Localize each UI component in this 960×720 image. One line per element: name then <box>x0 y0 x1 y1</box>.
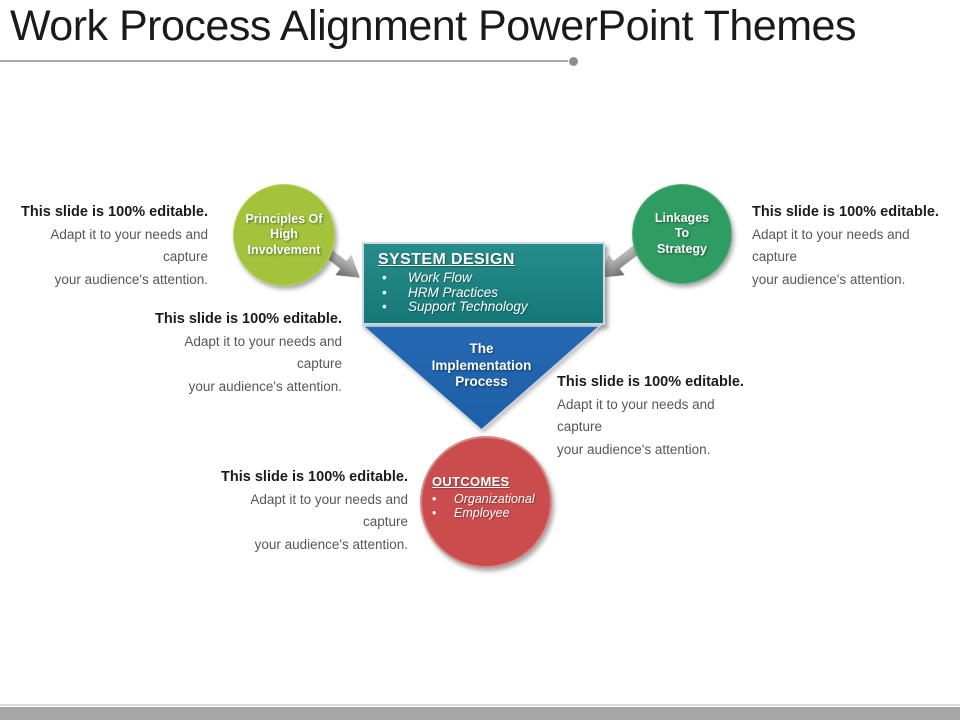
principles-line-1: Principles Of <box>245 211 323 226</box>
caption-body-line: your audience's attention. <box>54 271 208 287</box>
implementation-triangle-label: The Implementation Process <box>361 341 602 391</box>
caption-body-line: Adapt it to your needs and capture <box>557 396 715 435</box>
caption-body-line: Adapt it to your needs and capture <box>250 491 408 530</box>
caption-bottom-left: This slide is 100% editable. Adapt it to… <box>208 466 408 556</box>
slide-title: Work Process Alignment PowerPoint Themes <box>10 2 856 50</box>
implementation-triangle <box>361 325 602 431</box>
outcomes-circle: OUTCOMES • Organizational • Employee <box>420 436 552 568</box>
caption-heading: This slide is 100% editable. <box>155 311 342 327</box>
principles-circle-label: Principles Of High Involvement <box>245 212 322 259</box>
caption-body-line: Adapt it to your needs and capture <box>50 226 208 265</box>
system-design-bullet: Work Flow <box>408 270 472 285</box>
caption-body-line: your audience's attention. <box>557 441 711 457</box>
bullet-icon: • <box>382 284 387 300</box>
linkages-line-1: Linkages <box>654 210 710 225</box>
caption-heading: This slide is 100% editable. <box>21 204 208 220</box>
caption-heading: This slide is 100% editable. <box>221 469 408 485</box>
caption-heading: This slide is 100% editable. <box>752 204 939 220</box>
linkages-line-3: Strategy <box>656 241 708 256</box>
outcomes-bullet-row: • Organizational <box>432 492 535 506</box>
system-design-bullet-row: • HRM Practices <box>378 284 595 301</box>
system-design-box: SYSTEM DESIGN • Work Flow • HRM Practice… <box>362 242 605 325</box>
outcomes-bullet: Employee <box>454 506 510 520</box>
outcomes-bullet: Organizational <box>454 492 535 506</box>
system-design-heading: SYSTEM DESIGN <box>378 251 515 268</box>
implementation-line-2: Implementation <box>431 357 532 373</box>
caption-right-top: This slide is 100% editable. Adapt it to… <box>752 201 947 291</box>
principles-line-2: High <box>270 227 298 242</box>
title-underline-dot <box>569 57 578 66</box>
caption-body-line: Adapt it to your needs and capture <box>184 333 342 372</box>
linkages-circle: Linkages To Strategy <box>632 184 732 284</box>
system-design-bullet: Support Technology <box>408 299 528 314</box>
caption-body-line: your audience's attention. <box>188 378 342 394</box>
caption-body-line: Adapt it to your needs and capture <box>752 226 910 265</box>
footer-bar <box>0 707 960 720</box>
outcomes-heading: OUTCOMES <box>432 474 510 489</box>
caption-right-middle: This slide is 100% editable. Adapt it to… <box>557 371 752 461</box>
linkages-line-2: To <box>674 226 690 241</box>
caption-body-line: your audience's attention. <box>254 536 408 552</box>
caption-heading: This slide is 100% editable. <box>557 374 744 390</box>
caption-body-line: your audience's attention. <box>752 271 906 287</box>
outcomes-circle-content: OUTCOMES • Organizational • Employee <box>432 474 535 520</box>
bullet-icon: • <box>432 506 437 520</box>
footer-divider-line <box>0 704 960 706</box>
bullet-icon: • <box>382 299 387 314</box>
bullet-icon: • <box>432 492 437 506</box>
arrow-down-left-icon <box>600 243 642 278</box>
caption-left-middle: This slide is 100% editable. Adapt it to… <box>142 308 342 398</box>
caption-left-top: This slide is 100% editable. Adapt it to… <box>8 201 208 291</box>
system-design-bullet-row: • Work Flow <box>378 270 595 286</box>
outcomes-bullet-row: • Employee <box>432 506 535 520</box>
linkages-circle-label: Linkages To Strategy <box>655 211 709 258</box>
implementation-line-3: Process <box>455 374 508 389</box>
bullet-icon: • <box>382 270 387 285</box>
system-design-bullet: HRM Practices <box>408 284 499 300</box>
title-underline-rule <box>0 60 568 62</box>
system-design-bullet-row: • Support Technology <box>378 299 595 315</box>
principles-line-3: Involvement <box>247 242 321 257</box>
implementation-line-1: The <box>469 341 494 356</box>
principles-circle: Principles Of High Involvement <box>233 184 335 286</box>
